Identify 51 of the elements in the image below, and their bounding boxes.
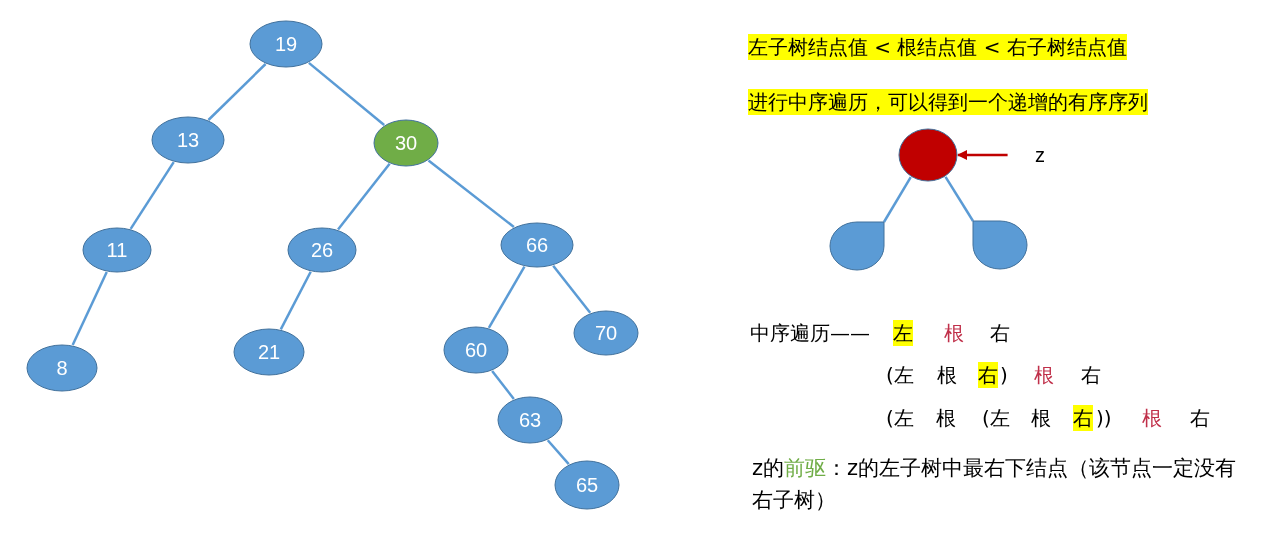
tree-edge: [546, 439, 570, 465]
traversal-symbol: 根: [937, 362, 957, 388]
tree-edge: [207, 63, 267, 121]
tree-node: 30: [373, 119, 439, 167]
statement-text: 左子树结点值 < 根结点值 < 右子树结点值: [748, 34, 1127, 60]
tree-node: 63: [497, 396, 563, 444]
tree-edge: [882, 176, 912, 223]
traversal-symbol: 根: [936, 405, 956, 431]
tree-node: 19: [249, 20, 323, 68]
traversal-symbol: 右: [1081, 362, 1101, 388]
tree-node: 8: [26, 344, 98, 392]
statement-text: 进行中序遍历，可以得到一个递增的有序序列: [748, 89, 1148, 115]
traversal-text: 中序遍历——: [750, 320, 870, 346]
tree-edge: [491, 370, 515, 400]
tree-edge: [279, 271, 312, 330]
tree-edge: [71, 271, 108, 346]
traversal-symbol: 右: [978, 362, 998, 388]
traversal-symbol: (左: [886, 405, 914, 431]
tree-edge: [308, 61, 385, 126]
tree-edge: [944, 176, 975, 222]
tree-edge: [552, 264, 592, 314]
traversal-symbol: 右: [990, 320, 1010, 346]
tree-node: 65: [554, 460, 620, 510]
traversal-symbol: )): [1096, 405, 1112, 431]
traversal-symbol: 根: [1034, 362, 1054, 388]
root-circle: [898, 128, 958, 182]
tree-node: 21: [233, 328, 305, 376]
tree-edge: [427, 159, 515, 228]
arrow: [957, 150, 1008, 160]
traversal-symbol: 根: [1142, 405, 1162, 431]
tree-node: 70: [573, 310, 639, 356]
tree-node: 13: [151, 116, 225, 164]
tree-edge: [487, 266, 526, 329]
traversal-symbol: (左: [982, 405, 1010, 431]
tree-edge: [129, 161, 175, 230]
pointer-label: z: [1030, 141, 1050, 169]
traversal-symbol: (左: [886, 362, 914, 388]
tree-node: 11: [82, 227, 152, 273]
tree-node: 60: [443, 326, 509, 374]
traversal-symbol: ): [1000, 362, 1008, 388]
subtree-shape: [972, 220, 1028, 270]
traversal-symbol: 根: [1031, 405, 1051, 431]
tree-node: 26: [287, 227, 357, 273]
tree-node: 66: [500, 222, 574, 268]
note-text: z的前驱：z的左子树中最右下结点（该节点一定没有右子树）: [752, 455, 1238, 514]
traversal-symbol: 根: [944, 320, 964, 346]
traversal-symbol: 右: [1190, 405, 1210, 431]
tree-edge: [337, 163, 391, 231]
traversal-symbol: 右: [1073, 405, 1093, 431]
subtree-shape: [829, 221, 885, 271]
traversal-symbol: 左: [893, 320, 913, 346]
